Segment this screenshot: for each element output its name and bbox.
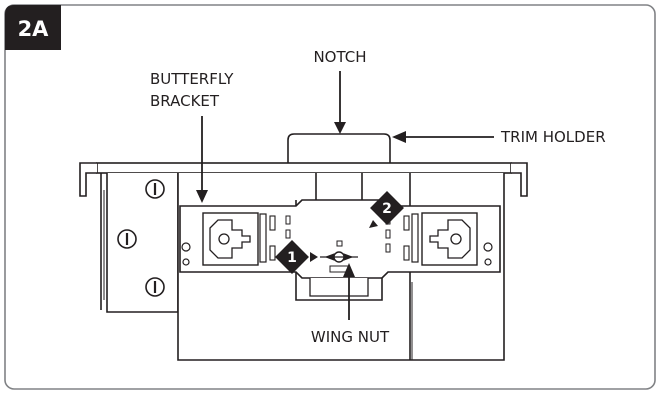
knockout-top [145,179,165,199]
right-wing-catch [429,219,471,259]
figure-badge: 2A [5,5,61,50]
fixture-drawing [79,133,528,361]
left-end-clip [79,162,97,197]
step-marker-1: 1 [275,240,318,274]
trim-holder [287,133,391,163]
notch-label: NOTCH [313,48,366,66]
left-wing-catch [209,219,251,259]
knockout-middle [117,229,137,249]
wing-nut-label: WING NUT [311,328,390,346]
step-marker-2-label: 2 [382,201,392,217]
figure-badge-label: 2A [18,17,50,41]
knockout-bottom [145,277,165,297]
step-marker-1-label: 1 [287,250,297,266]
trim-holder-label: TRIM HOLDER [500,128,606,146]
butterfly-label-line1: BUTTERFLY [150,70,234,88]
junction-box [106,173,179,313]
top-bar [96,162,512,174]
right-end-clip [511,162,528,197]
butterfly-label-line2: BRACKET [150,92,220,110]
callout-arrows [196,71,494,320]
step-marker-2: 2 [369,191,404,228]
wing-nut [320,251,358,263]
